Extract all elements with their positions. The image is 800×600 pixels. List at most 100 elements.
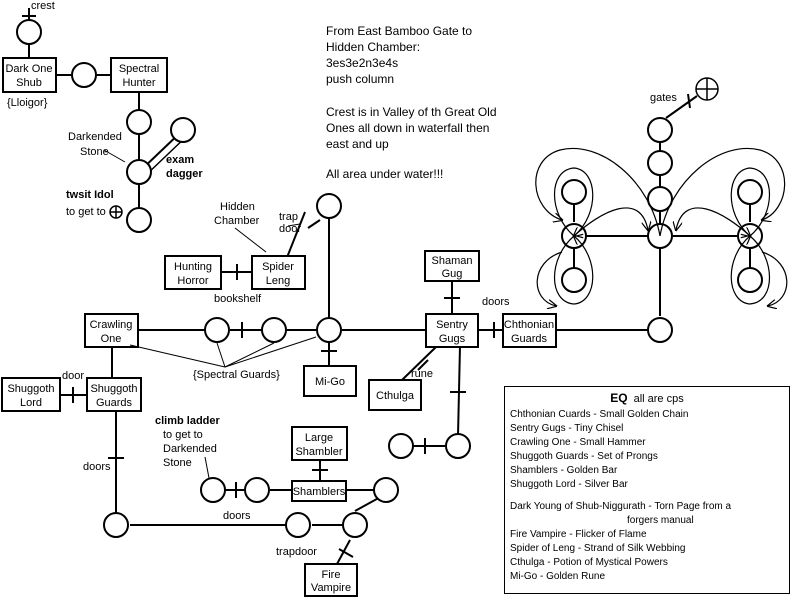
note-line: Crest is in Valley of th Great Old bbox=[326, 105, 497, 119]
map-label: Darkended bbox=[163, 443, 217, 455]
room-shamblers bbox=[291, 480, 347, 502]
eq-item: Dark Young of Shub-Niggurath - Torn Page… bbox=[510, 501, 732, 512]
eq-item: Sentry Gugs - Tiny Chisel bbox=[510, 423, 624, 434]
room-name: One bbox=[101, 333, 122, 345]
map-label: doors bbox=[83, 461, 111, 473]
map-label: Chamber bbox=[214, 215, 260, 227]
room-name: Fire bbox=[322, 569, 341, 581]
map-label: door bbox=[62, 370, 84, 382]
map-label: to get to bbox=[66, 206, 106, 218]
room-sentry-gugs bbox=[425, 313, 479, 348]
room-name: Cthulga bbox=[376, 390, 415, 402]
eq-item: Shuggoth Lord - Silver Bar bbox=[510, 479, 628, 490]
map-label: trap bbox=[279, 211, 298, 223]
map-circles bbox=[16, 19, 763, 538]
room-spider-leng bbox=[251, 255, 306, 290]
room-shuggoth-guards bbox=[86, 377, 142, 412]
room-spectral-hunter bbox=[110, 57, 168, 93]
note-line: push column bbox=[326, 72, 394, 86]
eq-item: Shamblers - Golden Bar bbox=[510, 465, 618, 476]
room-name: Dark One bbox=[5, 63, 52, 75]
room-cthulga bbox=[368, 379, 422, 411]
destination-markers bbox=[109, 77, 719, 219]
room-large-shambler bbox=[291, 426, 348, 461]
map-label: {Lloigor} bbox=[7, 97, 48, 109]
eq-item: Mi-Go - Golden Rune bbox=[510, 571, 606, 582]
map-label: to get to bbox=[163, 429, 203, 441]
room-name: Hunter bbox=[122, 77, 155, 89]
room-names: Dark One Shub Spectral Hunter Hunting Ho… bbox=[5, 63, 554, 594]
note-line: Ones all down in waterfall then bbox=[326, 121, 489, 135]
room-hunting-horror bbox=[164, 255, 222, 290]
eq-item: Chthonian Cuards - Small Golden Chain bbox=[510, 409, 689, 420]
room-chthonian-guards bbox=[502, 313, 557, 348]
map-label: doors bbox=[223, 510, 251, 522]
room-name: Shambler bbox=[295, 446, 342, 458]
room-name: Hunting bbox=[174, 261, 212, 273]
eq-item: Spider of Leng - Strand of Silk Webbing bbox=[510, 543, 686, 554]
map-label: exam bbox=[166, 154, 194, 166]
note-line: From East Bamboo Gate to bbox=[326, 24, 472, 38]
note-line: Hidden Chamber: bbox=[326, 40, 420, 54]
note-line: 3es3e2n3e4s bbox=[326, 56, 398, 70]
eq-item: Cthulga - Potion of Mystical Powers bbox=[510, 557, 668, 568]
room-mi-go bbox=[303, 365, 357, 397]
map-label: climb ladder bbox=[155, 415, 221, 427]
equipment-legend: EQ all are cps Chthonian Cuards - Small G… bbox=[504, 386, 790, 594]
eq-title: EQ bbox=[610, 391, 628, 405]
room-name: Crawling bbox=[90, 319, 133, 331]
room-name: Shaman bbox=[432, 255, 473, 267]
map-label: {Spectral Guards} bbox=[193, 369, 280, 381]
map-label: doors bbox=[482, 296, 510, 308]
room-name: Chthonian bbox=[504, 319, 554, 331]
room-fire-vampire bbox=[304, 563, 358, 597]
butterfly-loops bbox=[535, 147, 788, 306]
room-name: Lord bbox=[20, 397, 42, 409]
room-name: Sentry bbox=[436, 319, 468, 331]
map-label: gates bbox=[650, 92, 677, 104]
route-notes: From East Bamboo Gate to Hidden Chamber:… bbox=[326, 24, 497, 181]
room-name: Leng bbox=[266, 275, 290, 287]
room-name: Horror bbox=[177, 275, 209, 287]
map-label: crest bbox=[31, 0, 55, 12]
note-line: All area under water!!! bbox=[326, 167, 443, 181]
room-name: Shamblers bbox=[293, 486, 346, 498]
note-line: east and up bbox=[326, 137, 389, 151]
eq-item: Fire Vampire - Flicker of Flame bbox=[510, 529, 647, 540]
map-label: Stone bbox=[80, 146, 109, 158]
map-labels: crest {Lloigor} Darkended Stone exam dag… bbox=[7, 0, 677, 558]
map-label: Darkended bbox=[68, 131, 122, 143]
eq-item-continued: forgers manual bbox=[627, 515, 694, 526]
eq-subtitle: all are cps bbox=[633, 393, 684, 405]
room-name: Vampire bbox=[311, 582, 351, 594]
room-name: Mi-Go bbox=[315, 376, 345, 388]
annotation-lines bbox=[103, 149, 317, 479]
eq-item: Crawling One - Small Hammer bbox=[510, 437, 646, 448]
room-name: Guards bbox=[511, 333, 548, 345]
map-label: bookshelf bbox=[214, 293, 262, 305]
room-name: Shuggoth bbox=[7, 383, 54, 395]
room-name: Spider bbox=[262, 261, 294, 273]
map-label: dagger bbox=[166, 168, 203, 180]
room-name: Large bbox=[305, 432, 333, 444]
map-rooms bbox=[1, 57, 557, 597]
room-shuggoth-lord bbox=[1, 377, 61, 412]
room-name: Guards bbox=[96, 397, 133, 409]
room-name: Spectral bbox=[119, 63, 159, 75]
equipment-legend-title: EQ all are cps bbox=[505, 391, 789, 405]
room-name: Gugs bbox=[439, 333, 466, 345]
room-dark-one-shub bbox=[2, 57, 57, 93]
map-label: Stone bbox=[163, 457, 192, 469]
room-name: Gug bbox=[442, 268, 463, 280]
room-crawling-one bbox=[84, 313, 139, 348]
room-name: Shuggoth bbox=[90, 383, 137, 395]
map-label: Hidden bbox=[220, 201, 255, 213]
room-name: Shub bbox=[16, 77, 42, 89]
map-label: trapdoor bbox=[276, 546, 317, 558]
map-label: rune bbox=[411, 368, 433, 380]
map-label: door bbox=[279, 223, 301, 235]
map-label: twsit Idol bbox=[66, 189, 114, 201]
room-shaman-gug bbox=[424, 250, 480, 282]
eq-item: Shuggoth Guards - Set of Prongs bbox=[510, 451, 658, 462]
